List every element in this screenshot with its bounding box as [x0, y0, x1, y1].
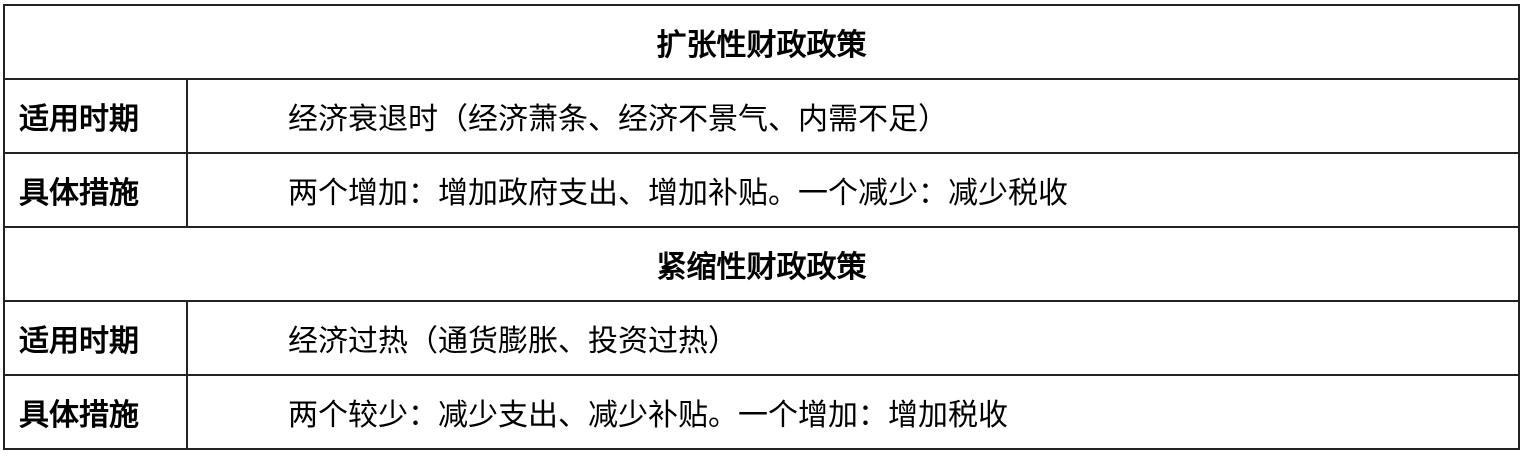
row-value: 经济衰退时（经济萧条、经济不景气、内需不足）: [186, 78, 1520, 154]
row-label: 具体措施: [3, 374, 188, 450]
section-title: 紧缩性财政政策: [3, 226, 1520, 302]
table-row: 适用时期 经济过热（通货膨胀、投资过热）: [3, 300, 1520, 376]
table-row: 具体措施 两个增加：增加政府支出、增加补贴。一个减少：减少税收: [3, 152, 1520, 228]
row-label: 具体措施: [3, 152, 188, 228]
row-value: 经济过热（通货膨胀、投资过热）: [186, 300, 1520, 376]
row-label: 适用时期: [3, 78, 188, 154]
row-value: 两个较少：减少支出、减少补贴。一个增加：增加税收: [186, 374, 1520, 450]
section-header-expansionary: 扩张性财政政策: [3, 4, 1520, 80]
section-title: 扩张性财政政策: [3, 4, 1520, 80]
row-value: 两个增加：增加政府支出、增加补贴。一个减少：减少税收: [186, 152, 1520, 228]
table-row: 适用时期 经济衰退时（经济萧条、经济不景气、内需不足）: [3, 78, 1520, 154]
section-header-contractionary: 紧缩性财政政策: [3, 226, 1520, 302]
fiscal-policy-table: 扩张性财政政策 适用时期 经济衰退时（经济萧条、经济不景气、内需不足） 具体措施…: [3, 4, 1520, 450]
table-row: 具体措施 两个较少：减少支出、减少补贴。一个增加：增加税收: [3, 374, 1520, 450]
row-label: 适用时期: [3, 300, 188, 376]
